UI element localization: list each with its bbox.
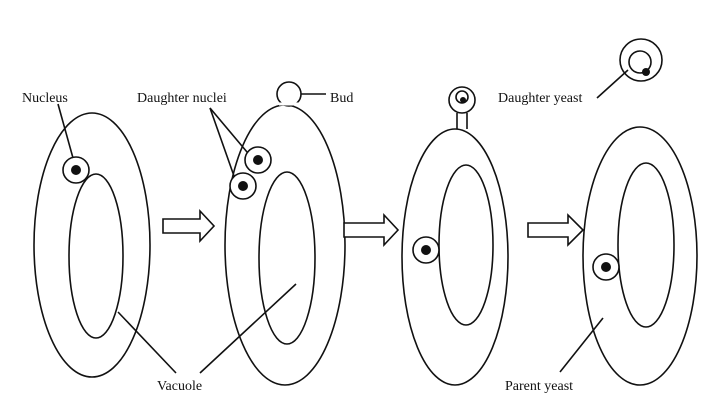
daughter-yeast-cell	[619, 38, 663, 82]
stage-4-cell	[582, 126, 698, 386]
cell-wall	[582, 126, 698, 386]
vacuole	[68, 173, 124, 339]
vacuole-pointer	[199, 283, 297, 374]
parent-yeast-pointer	[559, 317, 604, 373]
daughter-nuclei-pointer	[209, 107, 248, 153]
label-daughter-yeast: Daughter yeast	[498, 91, 582, 106]
nucleolus-dot	[71, 165, 81, 175]
nucleolus-dot	[601, 262, 611, 272]
label-bud: Bud	[330, 91, 353, 106]
bud-neck	[456, 113, 468, 129]
nucleolus-dot	[238, 181, 248, 191]
nucleus-pointer	[57, 103, 74, 159]
label-daughter-nuclei: Daughter nuclei	[137, 91, 227, 106]
vacuole	[258, 171, 316, 345]
vacuole	[617, 162, 675, 328]
bud	[276, 81, 302, 107]
arrow-2	[343, 212, 400, 248]
arrow-1	[162, 208, 216, 244]
nucleolus-dot	[642, 68, 650, 76]
vacuole	[438, 164, 494, 326]
label-parent-yeast: Parent yeast	[505, 379, 573, 394]
pointer-lines	[57, 69, 629, 374]
nucleolus-dot	[421, 245, 431, 255]
stage-2-cell	[224, 81, 346, 386]
label-nucleus: Nucleus	[22, 91, 68, 106]
vacuole-pointer	[117, 311, 177, 374]
stage-1-cell	[33, 112, 151, 378]
arrow-3	[527, 213, 585, 247]
stage-3-cell	[401, 86, 509, 386]
daughter-nucleus	[628, 50, 652, 74]
daughter-yeast-pointer	[596, 69, 629, 99]
label-vacuole: Vacuole	[157, 379, 202, 394]
cell-wall	[33, 112, 151, 378]
cell-wall	[401, 128, 509, 386]
nucleolus-dot	[253, 155, 263, 165]
nucleolus-dot	[460, 97, 466, 103]
daughter-nuclei-pointer	[209, 107, 235, 177]
cell-wall	[619, 38, 663, 82]
